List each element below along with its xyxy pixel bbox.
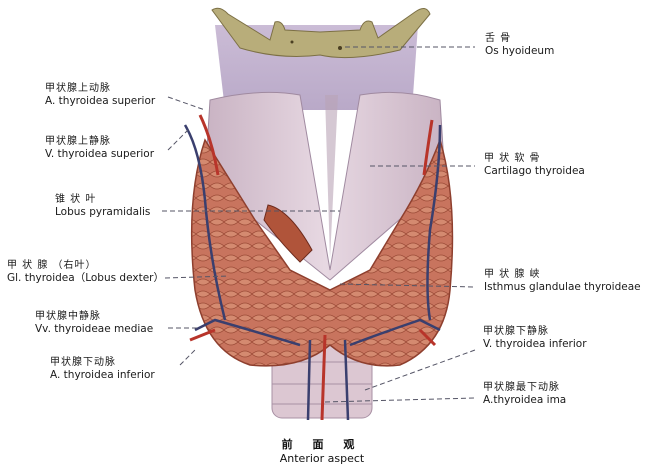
- label-en: Lobus pyramidalis: [55, 206, 151, 218]
- label-zh: 甲状腺上动脉: [45, 83, 111, 94]
- label-en: Vv. thyroideae mediae: [35, 323, 154, 335]
- label-superior-thyroid-vein: 甲状腺上静脉 V. thyroidea superior: [45, 136, 154, 160]
- label-zh: 甲 状 软 骨: [484, 153, 541, 164]
- label-thyroid-cartilage: 甲 状 软 骨 Cartilago thyroidea: [484, 153, 585, 177]
- thyroid-gland: [190, 137, 454, 367]
- hyoid-bone: [211, 7, 431, 59]
- label-en: A. thyroidea inferior: [50, 369, 155, 381]
- caption-en: Anterior aspect: [279, 452, 365, 465]
- label-hyoid-bone: 舌 骨 Os hyoideum: [485, 33, 554, 57]
- label-en: A.thyroidea ima: [483, 394, 567, 406]
- label-thyroid-isthmus: 甲 状 腺 峡 Isthmus glandulae thyroideae: [484, 269, 641, 293]
- label-zh: 舌 骨: [485, 33, 512, 44]
- label-zh: 锥 状 叶: [55, 194, 97, 205]
- arteries: [189, 114, 437, 421]
- label-zh: 甲状腺下静脉: [483, 326, 549, 337]
- figure-caption: 前 面 观 Anterior aspect: [262, 436, 382, 465]
- label-pyramidal-lobe: 锥 状 叶 Lobus pyramidalis: [55, 194, 150, 218]
- label-en: Os hyoideum: [485, 45, 555, 57]
- veins: [183, 124, 442, 421]
- caption-zh: 前 面 观: [281, 438, 363, 451]
- label-en: V. thyroidea inferior: [483, 338, 587, 350]
- label-zh: 甲 状 腺 （右叶）: [7, 260, 97, 271]
- label-zh: 甲状腺下动脉: [50, 357, 116, 368]
- label-en: Isthmus glandulae thyroideae: [484, 281, 641, 293]
- label-zh: 甲 状 腺 峡: [484, 269, 541, 280]
- label-inferior-thyroid-artery: 甲状腺下动脉 A. thyroidea inferior: [50, 357, 155, 381]
- label-zh: 甲状腺中静脉: [35, 311, 101, 322]
- label-zh: 甲状腺上静脉: [45, 136, 111, 147]
- label-en: A. thyroidea superior: [45, 95, 156, 107]
- label-en: Cartilago thyroidea: [484, 165, 585, 177]
- label-inferior-thyroid-vein: 甲状腺下静脉 V. thyroidea inferior: [483, 326, 587, 350]
- label-en: Gl. thyroidea（Lobus dexter）: [7, 272, 164, 284]
- label-middle-thyroid-veins: 甲状腺中静脉 Vv. thyroideae mediae: [35, 311, 153, 335]
- leader-lines: [162, 46, 476, 403]
- label-superior-thyroid-artery: 甲状腺上动脉 A. thyroidea superior: [45, 83, 155, 107]
- label-thyroidea-ima-artery: 甲状腺最下动脉 A.thyroidea ima: [483, 382, 566, 406]
- label-thyroid-right-lobe: 甲 状 腺 （右叶） Gl. thyroidea（Lobus dexter）: [7, 260, 164, 284]
- thyroid-cartilage: [204, 91, 446, 281]
- label-zh: 甲状腺最下动脉: [483, 382, 560, 393]
- label-en: V. thyroidea superior: [45, 148, 155, 160]
